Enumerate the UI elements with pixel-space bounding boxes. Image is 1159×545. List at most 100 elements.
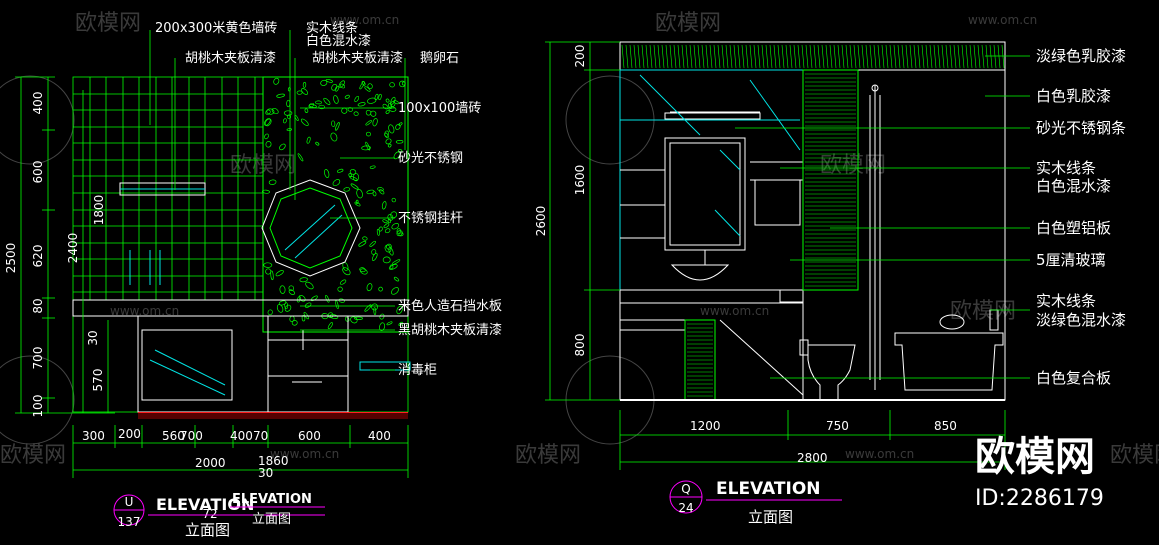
watermark-logo: 欧模网 xyxy=(75,11,141,36)
pebble xyxy=(384,132,389,139)
pebble xyxy=(364,86,371,92)
hatch-line xyxy=(765,44,769,69)
pebble xyxy=(374,93,379,101)
pebble xyxy=(263,262,273,268)
pebble xyxy=(324,169,330,178)
pebble xyxy=(366,189,375,195)
leader-label: 白色乳胶漆 xyxy=(1036,87,1111,105)
right-vertical-dim-labels: 2600 200 1600 800 xyxy=(534,45,587,357)
hatch-line xyxy=(757,44,761,69)
hatch-line xyxy=(785,44,789,69)
dim-label: 1800 xyxy=(92,195,106,226)
pebble xyxy=(287,114,291,120)
hatch-line xyxy=(981,44,985,69)
dim-label: 400 xyxy=(230,429,253,443)
hatch-line xyxy=(709,44,713,69)
dim-label: 600 xyxy=(298,429,321,443)
left-elevation: 200x300米黄色墙砖 胡桃木夹板清漆 实木线条 白色混水漆 胡桃木夹板清漆 … xyxy=(4,20,502,539)
leader-label: 胡桃木夹板清漆 xyxy=(312,50,403,66)
pebble xyxy=(263,118,271,126)
pebble xyxy=(275,270,284,277)
dim-label: 300 xyxy=(82,429,105,443)
shower-curtain xyxy=(869,84,881,390)
pebble xyxy=(330,132,338,142)
hatch-line xyxy=(649,44,653,69)
hatch-line xyxy=(665,44,669,69)
dim-label: 2800 xyxy=(797,451,828,465)
right-elevation: 淡绿色乳胶漆 白色乳胶漆 砂光不锈钢条 实木线条 白色混水漆 白色塑铝板 5厘清… xyxy=(534,41,1126,526)
hatch-line xyxy=(945,44,949,69)
hatch-line xyxy=(717,44,721,69)
pebble xyxy=(286,99,291,108)
watermark-url: www.om.cn xyxy=(700,304,769,318)
watermark-logo: 欧模网 xyxy=(0,443,66,468)
hatch-line xyxy=(937,44,941,69)
pebble xyxy=(369,240,376,247)
hatch-line xyxy=(805,44,809,69)
leader-label: 黑胡桃木夹板清漆 xyxy=(398,322,502,338)
elevation-subtitle: 立面图 xyxy=(252,512,291,527)
dim-label: 700 xyxy=(180,429,203,443)
pebble xyxy=(390,96,396,105)
pebble xyxy=(388,106,397,112)
pebble xyxy=(325,79,333,83)
elevation-title: ELEVATION xyxy=(232,492,312,507)
pebble xyxy=(369,165,376,169)
pebble xyxy=(288,285,295,291)
pebble xyxy=(378,286,383,292)
leader-label: 不锈钢挂杆 xyxy=(398,211,463,226)
pebble xyxy=(393,100,399,105)
leader-label: 实木线条 xyxy=(1036,159,1096,177)
brand-id-text: ID:2286179 xyxy=(975,486,1104,511)
hatch-line xyxy=(705,44,709,69)
pebble xyxy=(350,183,359,190)
hatch-line xyxy=(745,44,749,69)
pebble xyxy=(377,187,384,192)
hatch-line xyxy=(733,44,737,69)
hatch-line xyxy=(737,44,741,69)
pebble xyxy=(378,226,383,232)
pebble xyxy=(365,120,372,126)
dim-label: 200 xyxy=(573,45,587,68)
pebble xyxy=(384,228,391,234)
hatch-line xyxy=(817,44,821,69)
pebble xyxy=(318,104,325,110)
hatch-line xyxy=(921,44,925,69)
pebble xyxy=(276,304,284,313)
pebble xyxy=(382,103,389,110)
hatch-line xyxy=(833,44,837,69)
pebble xyxy=(353,111,359,116)
pebble xyxy=(396,230,403,237)
dim-label: 400 xyxy=(31,92,45,115)
hatch-line xyxy=(777,44,781,69)
pebble xyxy=(323,97,331,105)
pebble xyxy=(320,79,328,86)
hatch-line xyxy=(693,44,697,69)
pebble xyxy=(289,315,295,323)
pebble xyxy=(304,108,309,113)
pebble xyxy=(266,108,275,115)
pebble xyxy=(390,211,398,219)
hatch-line xyxy=(769,44,773,69)
hatch-line xyxy=(625,44,629,69)
pebble xyxy=(279,285,286,294)
pebble xyxy=(335,122,340,131)
pebble xyxy=(332,179,341,187)
pebble xyxy=(359,81,365,90)
pebble xyxy=(334,85,340,92)
pebble xyxy=(299,277,308,283)
hatch-line xyxy=(885,44,889,69)
hatch-line xyxy=(781,44,785,69)
brand-logo-text: 欧模网 xyxy=(975,434,1095,480)
hatch-line xyxy=(657,44,661,69)
hatch-line xyxy=(821,44,825,69)
hatch-line xyxy=(1001,44,1005,69)
right-leaders xyxy=(735,55,1030,379)
pebble xyxy=(359,267,366,273)
hatch-line xyxy=(933,44,937,69)
hatch-line xyxy=(849,44,853,69)
hatch-line xyxy=(961,44,965,69)
hatch-line xyxy=(629,44,633,69)
pebble xyxy=(371,303,378,311)
pebble xyxy=(270,270,274,281)
